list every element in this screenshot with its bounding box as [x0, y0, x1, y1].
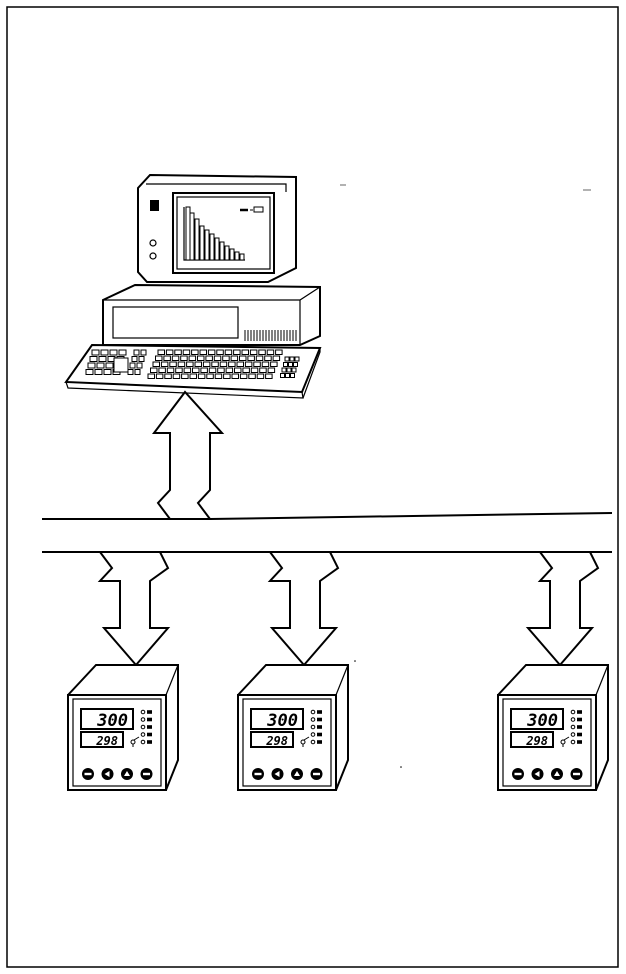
status-led-icon: [140, 739, 146, 745]
status-led-icon: [310, 709, 316, 715]
set-value-display: [510, 731, 554, 748]
set-value: 298: [265, 734, 288, 748]
status-label-mark: [317, 740, 322, 744]
monitor-power-icon: [150, 200, 159, 211]
status-label-mark: [577, 740, 582, 744]
process-value-display: [510, 708, 564, 730]
computer-link-arrow-icon: [151, 390, 225, 520]
key-lock-icon: [130, 736, 140, 747]
status-label-mark: [147, 732, 152, 737]
monitor: [137, 173, 297, 283]
key-lock-icon: [560, 736, 570, 747]
screen-chart-icon: [183, 206, 264, 261]
status-led-icon: [570, 739, 576, 745]
key-lock-icon: [300, 736, 310, 747]
status-led-icon: [140, 732, 146, 737]
status-label-mark: [147, 717, 152, 722]
status-label-mark: [577, 710, 582, 714]
status-led-icon: [570, 717, 576, 722]
system-unit: [102, 283, 321, 346]
status-led-icon: [570, 709, 576, 715]
set-value: 298: [525, 734, 548, 748]
network-bus-upper-right: [209, 512, 613, 520]
process-value-display: [80, 708, 134, 730]
status-label-mark: [577, 725, 582, 729]
status-led-icon: [140, 709, 146, 715]
set-value-display: [250, 731, 294, 748]
status-label-mark: [317, 717, 322, 722]
status-label-mark: [317, 725, 322, 729]
computer-icon: [64, 173, 322, 399]
disk-drive: [112, 306, 239, 339]
status-led-icon: [310, 739, 316, 745]
status-led-icon: [310, 724, 316, 730]
status-label-mark: [147, 725, 152, 729]
page-frame: [6, 6, 619, 968]
set-value: 298: [95, 734, 118, 748]
process-value-display: [250, 708, 304, 730]
status-label-mark: [317, 710, 322, 714]
status-led-icon: [140, 724, 146, 730]
status-led-icon: [570, 732, 576, 737]
status-label-mark: [577, 717, 582, 722]
status-led-icon: [570, 724, 576, 730]
status-label-mark: [147, 710, 152, 714]
vent-grille: [244, 330, 297, 341]
status-led-icon: [310, 732, 316, 737]
status-label-mark: [577, 732, 582, 737]
keyboard: [64, 343, 322, 399]
process-value: 300: [96, 711, 128, 731]
set-value-display: [80, 731, 124, 748]
status-led-icon: [140, 717, 146, 722]
status-label-mark: [147, 740, 152, 744]
status-led-icon: [310, 717, 316, 722]
process-value: 300: [526, 711, 558, 731]
process-value: 300: [266, 711, 298, 731]
status-label-mark: [317, 732, 322, 737]
